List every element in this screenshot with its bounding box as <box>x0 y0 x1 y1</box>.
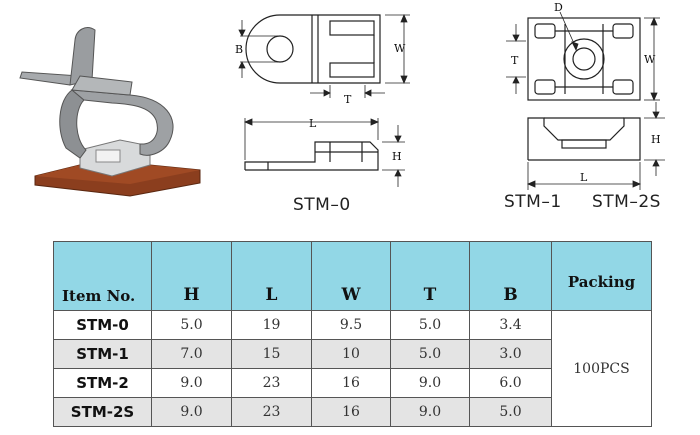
header-h: H <box>151 241 232 311</box>
row-l: 19 <box>231 310 312 340</box>
table-header-row: Item No. H L W T B Packing <box>53 241 652 311</box>
header-packing: Packing <box>551 241 652 311</box>
row-item: STM-0 <box>53 310 152 340</box>
header-b: B <box>469 241 552 311</box>
row-t: 9.0 <box>390 368 470 398</box>
row-h: 9.0 <box>151 397 232 427</box>
svg-text:L: L <box>580 171 588 184</box>
spec-table: Item No. H L W T B Packing STM-0 5.0 19 … <box>53 241 652 427</box>
row-w: 16 <box>311 368 391 398</box>
svg-text:H: H <box>392 150 402 163</box>
row-w: 10 <box>311 339 391 369</box>
svg-text:T: T <box>511 54 519 67</box>
stm0-side-view <box>244 141 379 171</box>
table-row: STM-0 5.0 19 9.5 5.0 3.4 100PCS <box>53 310 652 427</box>
row-b: 3.0 <box>469 339 552 369</box>
row-item: STM-1 <box>53 339 152 369</box>
header-w: W <box>311 241 391 311</box>
row-l: 15 <box>231 339 312 369</box>
row-h: 5.0 <box>151 310 232 340</box>
technical-drawings: B W T L H <box>19 1 665 215</box>
drawings-svg: B W T L H <box>19 1 665 197</box>
stm1-top-dims <box>506 11 660 102</box>
row-t: 9.0 <box>390 397 470 427</box>
stm0-top-view <box>245 14 381 84</box>
header-t: T <box>390 241 470 311</box>
stm0-top-dims <box>238 13 410 98</box>
svg-text:H: H <box>651 133 661 146</box>
table-row: STM-2S 9.0 23 16 9.0 5.0 <box>53 397 652 427</box>
svg-text:L: L <box>309 117 317 130</box>
row-l: 23 <box>231 397 312 427</box>
svg-text:T: T <box>344 93 352 106</box>
stm1-side-view <box>527 117 641 161</box>
stm0-label: STM–0 <box>293 195 351 215</box>
svg-text:B: B <box>235 43 243 56</box>
row-w: 9.5 <box>311 310 391 340</box>
row-item: STM-2S <box>53 397 152 427</box>
row-b: 3.4 <box>469 310 552 340</box>
packing-value: 100PCS <box>551 310 652 427</box>
svg-text:D: D <box>554 1 563 14</box>
stm2s-label: STM–2S <box>592 192 661 212</box>
table-row: STM-1 7.0 15 10 5.0 3.0 <box>53 339 652 369</box>
row-h: 9.0 <box>151 368 232 398</box>
row-h: 7.0 <box>151 339 232 369</box>
row-l: 23 <box>231 368 312 398</box>
product-illustration <box>19 27 201 197</box>
stm1-label: STM–1 <box>504 192 562 212</box>
svg-text:W: W <box>644 53 656 66</box>
stm1-side-dims <box>526 102 665 190</box>
row-t: 5.0 <box>390 339 470 369</box>
row-item: STM-2 <box>53 368 152 398</box>
svg-text:W: W <box>394 42 406 55</box>
row-b: 5.0 <box>469 397 552 427</box>
row-t: 5.0 <box>390 310 470 340</box>
row-b: 6.0 <box>469 368 552 398</box>
header-item-no: Item No. <box>53 241 152 311</box>
stm1-top-view <box>527 17 641 101</box>
stm0-side-dims <box>243 118 405 187</box>
row-w: 16 <box>311 397 391 427</box>
header-l: L <box>231 241 312 311</box>
